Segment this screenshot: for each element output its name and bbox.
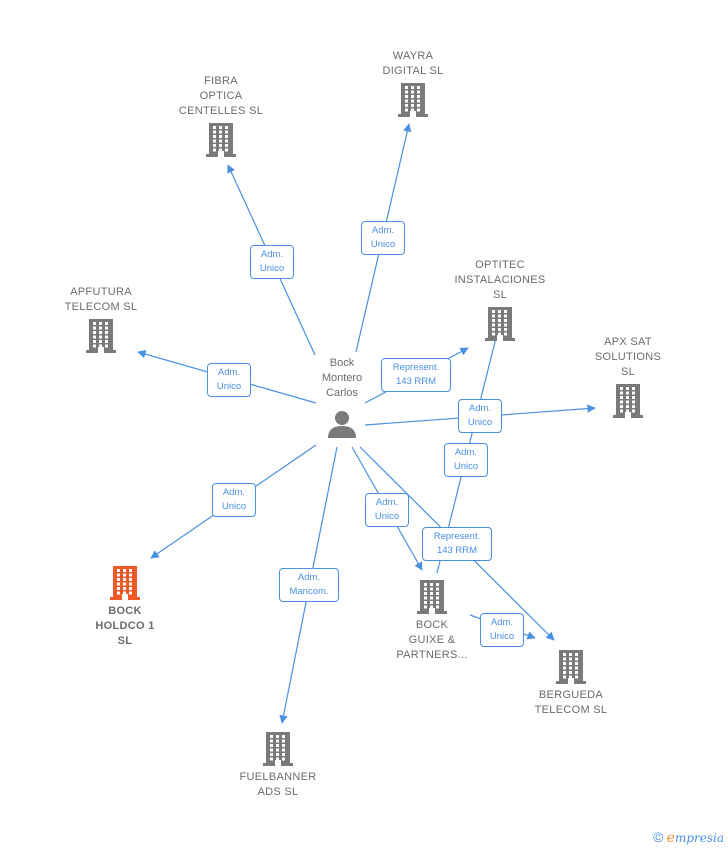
edge-label-bockguixe-bergueda[interactable]: Adm. Unico: [480, 613, 524, 647]
person-node-center[interactable]: Bock Montero Carlos: [282, 356, 402, 439]
edge-label-center-apxsat[interactable]: Adm. Unico: [458, 399, 502, 433]
edge-label-bockguixe-optitec[interactable]: Adm. Unico: [444, 443, 488, 477]
person-icon[interactable]: [327, 409, 357, 439]
company-node-wayra[interactable]: WAYRA DIGITAL SL: [353, 49, 473, 117]
edge-label-center-bergueda[interactable]: Represent. 143 RRM: [422, 527, 492, 561]
brand-logo-initial: e: [666, 830, 675, 846]
company-name[interactable]: BOCK GUIXE & PARTNERS...: [396, 619, 468, 661]
building-icon[interactable]: [161, 123, 281, 157]
company-node-fibra[interactable]: FIBRA OPTICA CENTELLES SL: [161, 74, 281, 157]
building-icon[interactable]: [568, 384, 688, 418]
edge-label-center-bockholdco[interactable]: Adm. Unico: [212, 483, 256, 517]
company-name[interactable]: FIBRA OPTICA CENTELLES SL: [178, 75, 264, 117]
company-node-fuelbanner[interactable]: FUELBANNER ADS SL: [218, 732, 338, 800]
company-name[interactable]: BOCK HOLDCO 1 SL: [95, 605, 155, 647]
copyright-icon: ©: [652, 829, 664, 845]
company-node-bergueda[interactable]: BERGUEDA TELECOM SL: [511, 650, 631, 718]
building-icon[interactable]: [218, 732, 338, 766]
edge-label-center-fibra[interactable]: Adm. Unico: [250, 245, 294, 279]
building-icon[interactable]: [372, 580, 492, 614]
edge-label-center-apfutura[interactable]: Adm. Unico: [207, 363, 251, 397]
company-node-apfutura[interactable]: APFUTURA TELECOM SL: [41, 285, 161, 353]
company-name[interactable]: BERGUEDA TELECOM SL: [534, 689, 608, 716]
brand-name: mpresia: [674, 831, 724, 845]
company-name[interactable]: APFUTURA TELECOM SL: [64, 286, 138, 313]
building-icon[interactable]: [65, 566, 185, 600]
company-node-bockguixe[interactable]: BOCK GUIXE & PARTNERS...: [372, 580, 492, 663]
company-name[interactable]: APX SAT SOLUTIONS SL: [594, 336, 662, 378]
edge-label-center-wayra[interactable]: Adm. Unico: [361, 221, 405, 255]
person-name[interactable]: Bock Montero Carlos: [321, 357, 363, 399]
company-node-bockholdco[interactable]: BOCK HOLDCO 1 SL: [65, 566, 185, 649]
company-node-optitec[interactable]: OPTITEC INSTALACIONES SL: [440, 258, 560, 341]
building-icon[interactable]: [353, 83, 473, 117]
company-name[interactable]: OPTITEC INSTALACIONES SL: [454, 259, 546, 301]
company-node-apxsat[interactable]: APX SAT SOLUTIONS SL: [568, 335, 688, 418]
company-name[interactable]: WAYRA DIGITAL SL: [382, 50, 444, 77]
edge-label-center-bockguixe[interactable]: Adm. Unico: [365, 493, 409, 527]
footer-brand: © empresia: [653, 829, 724, 846]
building-icon[interactable]: [41, 319, 161, 353]
building-icon[interactable]: [511, 650, 631, 684]
company-name[interactable]: FUELBANNER ADS SL: [239, 771, 317, 798]
edge-label-center-fuelbanner[interactable]: Adm. Mancom.: [279, 568, 339, 602]
building-icon[interactable]: [440, 307, 560, 341]
edge-label-center-optitec[interactable]: Represent. 143 RRM: [381, 358, 451, 392]
